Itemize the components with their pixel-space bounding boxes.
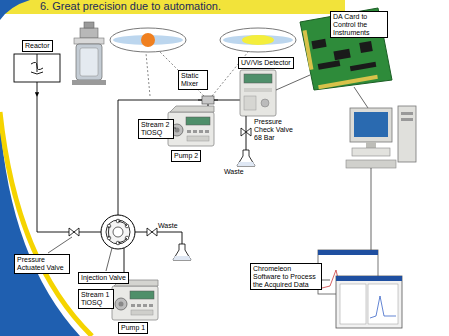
callout-box: Injection Valve [78,272,129,284]
callout-box: Static Mixer [178,70,208,90]
plain-label: Waste [224,168,244,176]
callout-box: Stream 1 TiOSQ [78,289,114,309]
callout-box: Chromeleon Software to Process the Acqui… [250,263,322,290]
callout-text: Chromeleon Software to Process the Acqui… [253,265,319,288]
callout-text: Static Mixer [181,72,205,88]
callout-box: Pressure Actuated Valve [14,254,70,274]
callout-text: Reactor [25,42,50,50]
callout-text: Injection Valve [81,274,126,282]
callout-text: DA Card to Control the Instruments [333,13,385,36]
callout-box: Reactor [22,40,53,52]
callout-text: Pump 2 [174,152,198,160]
callout-box: Pump 1 [118,322,148,334]
banner-title: 6. Great precision due to automation. [40,0,221,13]
callout-text: Stream 2 TiOSQ [141,121,171,137]
callout-text: Pressure Actuated Valve [17,256,67,272]
callout-box: Pump 2 [171,150,201,162]
callout-text: Pump 1 [121,324,145,332]
callout-box: UV/Vis Detector [238,57,294,69]
callout-box: DA Card to Control the Instruments [330,11,388,38]
callout-text: UV/Vis Detector [241,59,291,67]
plain-label: Pressure Check Valve 68 Bar [254,118,298,141]
callout-box: Stream 2 TiOSQ [138,119,174,139]
callout-text: Stream 1 TiOSQ [81,291,111,307]
plain-label: Waste [158,222,178,230]
